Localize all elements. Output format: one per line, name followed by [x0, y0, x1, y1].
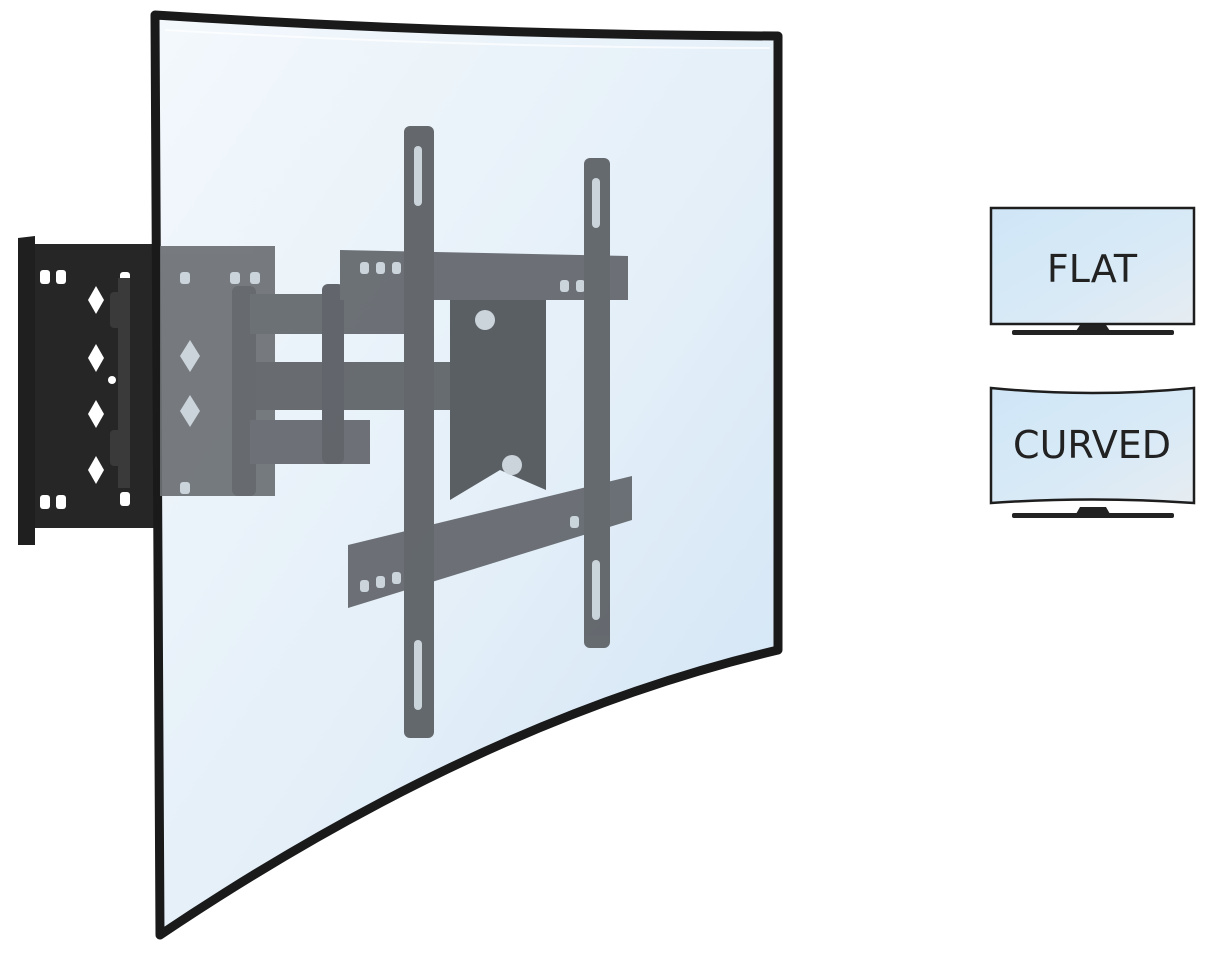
curved-tv-icon: [989, 386, 1196, 505]
curved-tv-option[interactable]: CURVED: [989, 386, 1196, 518]
flat-tv-option[interactable]: FLAT: [989, 206, 1196, 335]
flat-tv-icon: [989, 206, 1196, 326]
curved-label: CURVED: [1013, 423, 1171, 467]
flat-tv-stand-icon: [1012, 330, 1174, 335]
mount-through-screen: [160, 126, 632, 738]
flat-label: FLAT: [1047, 247, 1138, 291]
curved-tv-stand-icon: [1012, 513, 1174, 518]
wall-plate: [18, 236, 160, 545]
